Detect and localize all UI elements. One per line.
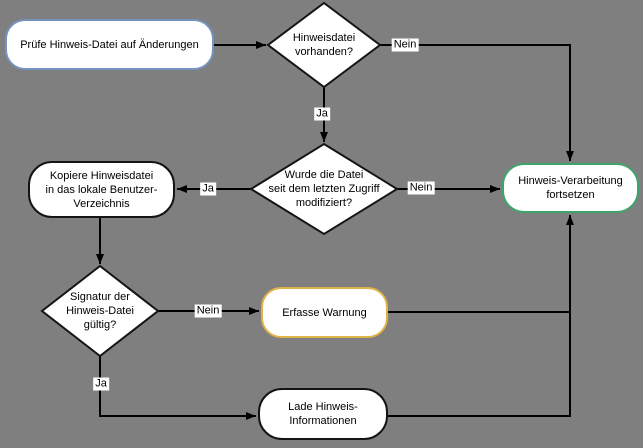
node-pruefe-hinweis-datei: Prüfe Hinweis-Datei auf Änderungen — [5, 19, 214, 70]
node-hinweis-verarbeitung-fortsetzen: Hinweis-Verarbeitung fortsetzen — [502, 163, 639, 213]
edge-label-vorhanden-ja: Ja — [314, 107, 330, 121]
edge-lade-to-fortsetzen — [388, 215, 574, 417]
edge-label-signatur-nein: Nein — [194, 304, 222, 318]
node-kopiere-label: Kopiere Hinweisdatei in das lokale Benut… — [45, 169, 158, 210]
node-lade-hinweis-informationen: Lade Hinweis- Informationen — [258, 388, 388, 440]
decision-signatur-shape — [40, 264, 160, 358]
edge-vorhanden-nein-to-fortsetzen — [380, 44, 574, 161]
node-erfasse-warnung: Erfasse Warnung — [261, 287, 388, 338]
node-lade-label: Lade Hinweis- Informationen — [288, 401, 358, 427]
edge-signatur-ja-to-lade — [99, 356, 256, 420]
decision-vorhanden-shape — [266, 1, 382, 89]
node-kopiere-hinweisdatei: Kopiere Hinweisdatei in das lokale Benut… — [28, 161, 175, 218]
edge-label-signatur-ja: Ja — [93, 377, 109, 391]
node-pruefe-label: Prüfe Hinweis-Datei auf Änderungen — [20, 38, 199, 51]
edge-label-vorhanden-nein: Nein — [391, 38, 419, 52]
edge-label-modifiziert-ja: Ja — [200, 182, 216, 196]
node-fortsetzen-label: Hinweis-Verarbeitung fortsetzen — [518, 175, 623, 201]
decision-modifiziert-shape — [249, 142, 399, 236]
edge-label-modifiziert-nein: Nein — [407, 181, 435, 195]
node-warnung-label: Erfasse Warnung — [282, 306, 367, 319]
